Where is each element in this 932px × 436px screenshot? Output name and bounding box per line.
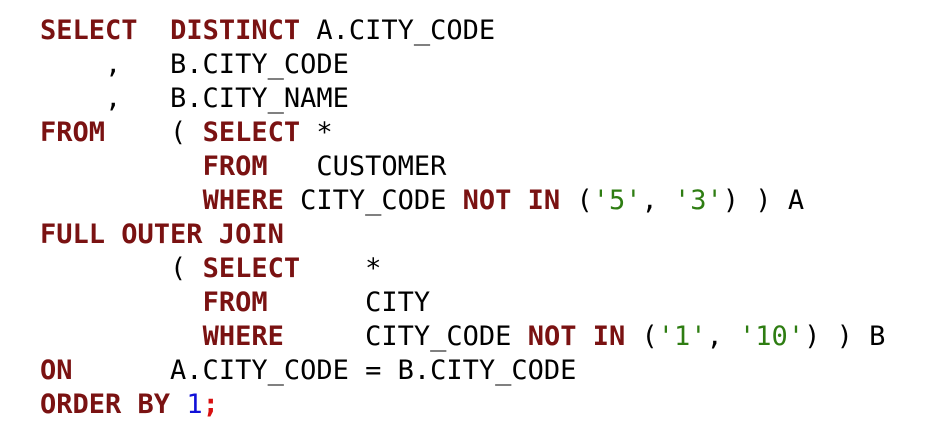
identifier-text: A.CITY_CODE = B.CITY_CODE (72, 355, 577, 386)
sql-code-block: SELECT DISTINCT A.CITY_CODE , B.CITY_COD… (40, 14, 885, 422)
sql-keyword: WHERE (202, 185, 284, 216)
number-literal: 1 (186, 389, 203, 420)
string-literal: '3' (674, 185, 723, 216)
identifier-text (40, 151, 203, 182)
sql-keyword: FROM (40, 117, 106, 148)
identifier-text (170, 389, 186, 420)
code-line: , B.CITY_CODE (40, 48, 885, 82)
sql-keyword: DISTINCT (170, 15, 301, 46)
identifier-text: * (300, 117, 333, 148)
identifier-text: , B.CITY_NAME (40, 83, 349, 114)
sql-keyword: SELECT (40, 15, 138, 46)
string-literal: '10' (739, 321, 805, 352)
identifier-text (40, 185, 203, 216)
identifier-text: ( (105, 117, 203, 148)
identifier-text: , B.CITY_CODE (40, 49, 349, 80)
identifier-text (40, 287, 203, 318)
sql-keyword: NOT IN (527, 321, 626, 352)
identifier-text: * (300, 253, 382, 284)
code-line: ON A.CITY_CODE = B.CITY_CODE (40, 354, 885, 388)
code-line: ORDER BY 1; (40, 388, 885, 422)
semicolon: ; (202, 389, 219, 420)
identifier-text (40, 321, 203, 352)
code-line: WHERE CITY_CODE NOT IN ('1', '10') ) B (40, 320, 886, 354)
sql-keyword: NOT IN (462, 185, 561, 216)
sql-keyword: SELECT (202, 117, 301, 148)
sql-keyword: FULL OUTER JOIN (40, 219, 284, 250)
identifier-text: ) ) B (804, 321, 886, 352)
code-line: SELECT DISTINCT A.CITY_CODE (40, 14, 885, 48)
string-literal: '1' (657, 321, 707, 352)
identifier-text: A.CITY_CODE (300, 15, 496, 46)
identifier-text (138, 15, 171, 46)
identifier-text: CITY (267, 287, 431, 318)
sql-keyword: WHERE (202, 321, 284, 352)
code-line: WHERE CITY_CODE NOT IN ('5', '3') ) A (40, 184, 885, 218)
identifier-text: CITY_CODE (283, 185, 463, 216)
identifier-text: ( (560, 185, 593, 216)
identifier-text: ( (40, 253, 203, 284)
sql-keyword: ORDER BY (40, 389, 171, 420)
code-line: FULL OUTER JOIN (40, 218, 885, 252)
identifier-text: CITY_CODE (283, 321, 528, 352)
identifier-text: ) ) A (722, 185, 805, 216)
code-line: FROM CITY (40, 286, 885, 320)
string-literal: '5' (592, 185, 642, 216)
sql-keyword: FROM (202, 287, 268, 318)
identifier-text: , (641, 185, 675, 216)
identifier-text: ( (625, 321, 658, 352)
sql-keyword: FROM (202, 151, 268, 182)
identifier-text: CUSTOMER (267, 151, 447, 182)
identifier-text: , (706, 321, 740, 352)
code-line: FROM ( SELECT * (40, 116, 885, 150)
code-line: ( SELECT * (40, 252, 885, 286)
sql-keyword: SELECT (202, 253, 301, 284)
code-line: , B.CITY_NAME (40, 82, 885, 116)
sql-keyword: ON (40, 355, 73, 386)
code-line: FROM CUSTOMER (40, 150, 885, 184)
